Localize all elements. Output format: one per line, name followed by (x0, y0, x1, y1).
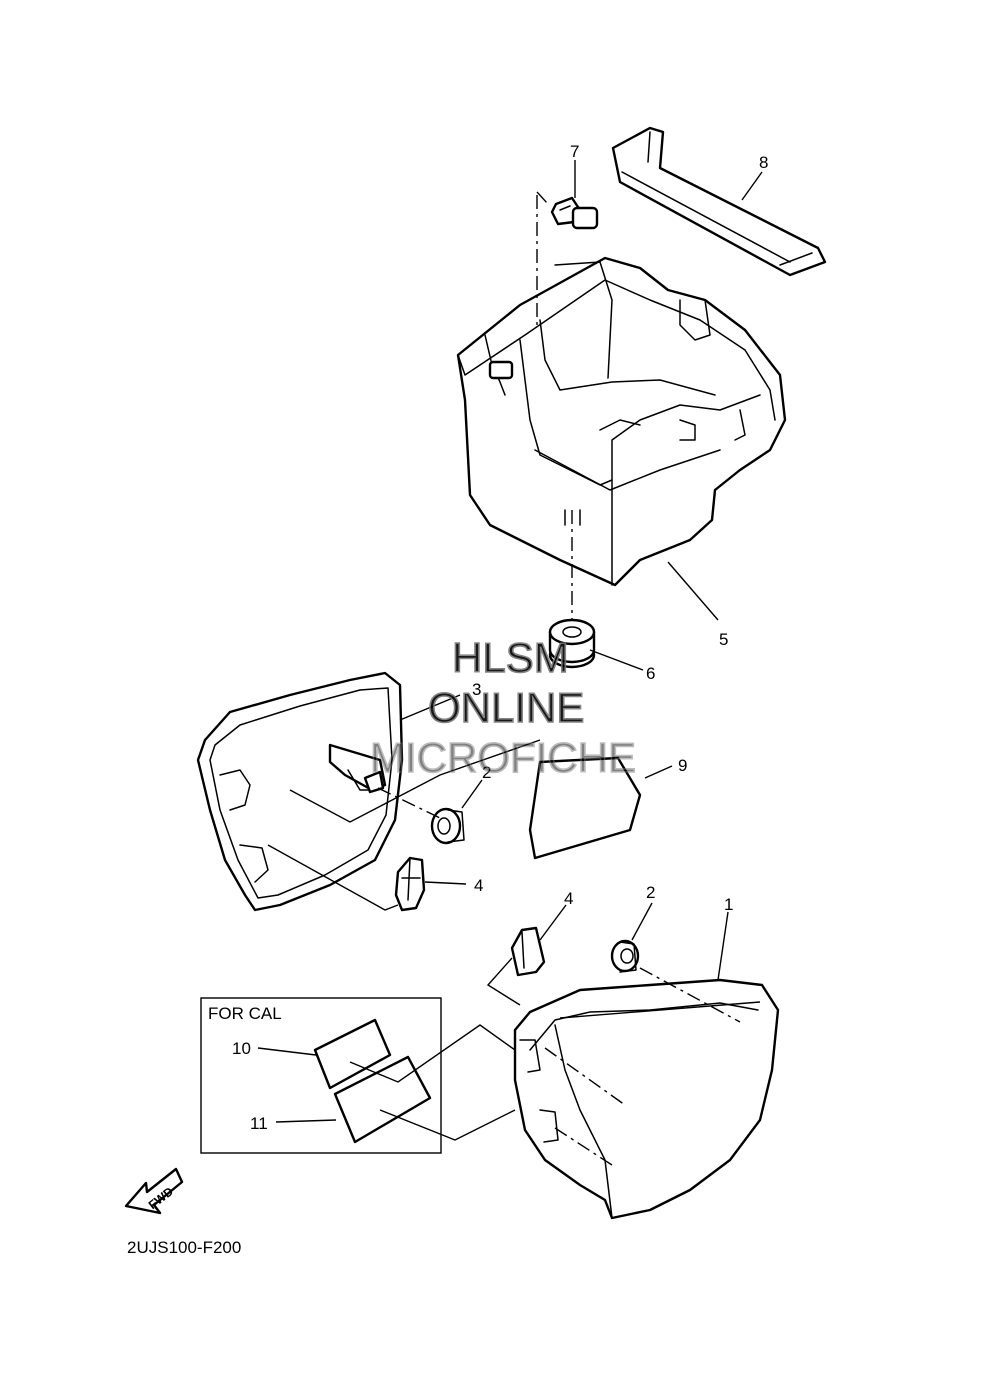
grommet-part-2-lower (610, 939, 640, 973)
leader-4-right (539, 904, 567, 941)
grommet-part-2-upper (430, 807, 465, 845)
figure-code: 2UJS100-F200 (127, 1238, 241, 1257)
callout-9: 9 (678, 756, 687, 775)
leader-10-b (349, 1024, 516, 1083)
leader-4-left (424, 881, 467, 885)
leader-3 (399, 694, 461, 721)
callout-3: 3 (472, 680, 481, 699)
for-cal-label: FOR CAL (208, 1004, 282, 1023)
watermark-line3: MICROFICHE (370, 734, 636, 781)
watermark: HLSM ONLINE MICROFICHE (369, 633, 637, 782)
fwd-arrow-icon: FWD (124, 1167, 184, 1215)
label-part-11 (333, 1055, 432, 1144)
damper-part-4-right (510, 926, 546, 977)
leader-5 (667, 561, 719, 621)
callout-6: 6 (646, 664, 655, 683)
emblem-part-9 (528, 756, 642, 860)
side-cover-right-part-1 (513, 978, 780, 1220)
leader-11 (275, 1119, 337, 1123)
callout-4-right: 4 (564, 889, 573, 908)
battery-box-part-5 (456, 256, 787, 587)
leader-10 (257, 1047, 317, 1056)
callout-10: 10 (232, 1039, 251, 1058)
leader-11-b (379, 1109, 516, 1141)
callout-7: 7 (570, 142, 579, 161)
grommet-part-6 (548, 618, 596, 669)
leader-4-right-b (486, 957, 521, 1006)
leader-2-lower (631, 902, 653, 941)
leader-3b (289, 739, 541, 823)
bolt-part-7 (536, 191, 599, 325)
damper-part-4-left (394, 856, 426, 912)
leader-2-upper (461, 779, 483, 809)
watermark-line2: ONLINE (428, 684, 584, 731)
mount-tab (564, 509, 581, 526)
leader-9 (644, 765, 673, 779)
watermark-line1: HLSM (452, 634, 569, 681)
mount-line-2-lower (639, 967, 741, 1023)
for-cal-box: FOR CAL (200, 997, 442, 1154)
callout-2-lower: 2 (646, 883, 655, 902)
leader-1 (717, 911, 729, 981)
leader-4-left-b (267, 844, 399, 911)
leader-6 (589, 649, 644, 671)
battery-band-part-8 (611, 126, 827, 277)
mount-line-2-upper (377, 787, 441, 819)
callout-11: 11 (250, 1114, 268, 1133)
label-part-10 (313, 1018, 392, 1090)
mount-line-1a (544, 1047, 626, 1106)
callout-8: 8 (759, 153, 768, 172)
mount-line-1b (554, 1127, 613, 1166)
leader-1-inner (559, 1001, 761, 1019)
callout-4-left: 4 (474, 876, 483, 895)
callout-1: 1 (724, 895, 733, 914)
leader-8 (741, 171, 763, 201)
callout-5: 5 (719, 630, 728, 649)
callout-2-upper: 2 (482, 763, 491, 782)
side-cover-left-part-3 (196, 671, 404, 912)
